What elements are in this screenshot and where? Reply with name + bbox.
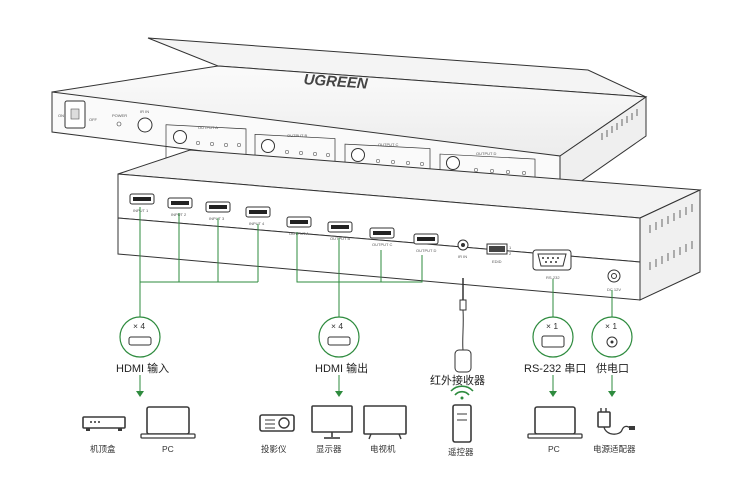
hdmi-in-badge: × 4 HDMI 输入 bbox=[116, 316, 169, 375]
rs232-badge: × 1 RS-232 串口 bbox=[524, 316, 586, 375]
power-adapter-icon: 电源适配器 bbox=[593, 408, 636, 454]
connection-lines bbox=[139, 207, 613, 393]
ir-window bbox=[137, 117, 153, 133]
ir-in-jack bbox=[457, 239, 469, 251]
svg-text:ON: ON bbox=[58, 113, 64, 118]
svg-text:INPUT 4: INPUT 4 bbox=[249, 221, 265, 226]
svg-text:OFF: OFF bbox=[89, 117, 98, 122]
brand-logo: UGREEN bbox=[303, 71, 369, 93]
power-badge: × 1 供电口 bbox=[591, 316, 633, 375]
svg-text:× 1: × 1 bbox=[605, 321, 617, 331]
hdmi-out-badge: × 4 HDMI 输出 bbox=[315, 316, 368, 375]
side-vents-rear bbox=[649, 204, 693, 270]
svg-text:RS-232: RS-232 bbox=[546, 275, 560, 280]
svg-text:电源适配器: 电源适配器 bbox=[593, 444, 636, 454]
hdmi-input-1-port bbox=[129, 193, 155, 205]
ir-receiver-label: 红外接收器 bbox=[430, 373, 485, 387]
hdmi-output-a-port bbox=[286, 216, 312, 228]
svg-text:显示器: 显示器 bbox=[316, 444, 342, 454]
dc-jack bbox=[607, 269, 621, 283]
front-panel-controls: ON OFF POWER IR IN OUTPUT A OUTPUT B bbox=[58, 100, 638, 194]
svg-text:RS-232 串口: RS-232 串口 bbox=[524, 362, 586, 375]
hdmi-input-3-port bbox=[205, 201, 231, 213]
tv-icon: 电视机 bbox=[363, 405, 407, 454]
svg-text:电视机: 电视机 bbox=[370, 444, 396, 454]
output-a-panel: OUTPUT A bbox=[165, 124, 247, 164]
arrow-heads bbox=[136, 391, 616, 397]
matrix-rear-unit bbox=[117, 149, 702, 301]
svg-text:INPUT 3: INPUT 3 bbox=[209, 216, 225, 221]
svg-text:供电口: 供电口 bbox=[596, 361, 629, 375]
rs232-port bbox=[532, 249, 572, 271]
svg-text:OUTPUT A: OUTPUT A bbox=[198, 125, 218, 130]
svg-text:POWER: POWER bbox=[112, 113, 127, 118]
remote-control-icon: 遥控器 bbox=[448, 385, 474, 457]
svg-text:IR IN: IR IN bbox=[140, 109, 149, 114]
settop-box-icon: 机顶盒 bbox=[82, 416, 126, 454]
rear-ports: INPUT 1 INPUT 2 INPUT 3 INPUT 4 OUTPUT A… bbox=[129, 193, 621, 292]
svg-text:OUTPUT D: OUTPUT D bbox=[416, 248, 436, 253]
svg-text:OUTPUT B: OUTPUT B bbox=[287, 133, 307, 138]
svg-text:1: 1 bbox=[509, 245, 512, 250]
svg-text:HDMI 输出: HDMI 输出 bbox=[315, 361, 368, 375]
svg-text:DC 12V: DC 12V bbox=[607, 287, 621, 292]
pc-laptop-1-icon: PC bbox=[140, 406, 196, 454]
svg-text:OUTPUT D: OUTPUT D bbox=[476, 151, 496, 156]
monitor-icon: 显示器 bbox=[311, 405, 353, 454]
power-led bbox=[116, 121, 122, 127]
svg-text:PC: PC bbox=[162, 444, 174, 454]
svg-text:IR IN: IR IN bbox=[458, 254, 467, 259]
svg-text:OUTPUT C: OUTPUT C bbox=[378, 142, 398, 147]
hdmi-output-b-port bbox=[327, 221, 353, 233]
svg-text:OUTPUT B: OUTPUT B bbox=[330, 236, 350, 241]
svg-text:PC: PC bbox=[548, 444, 560, 454]
svg-text:HDMI 输入: HDMI 输入 bbox=[116, 361, 169, 375]
svg-text:× 1: × 1 bbox=[546, 321, 558, 331]
svg-text:OUTPUT C: OUTPUT C bbox=[372, 242, 392, 247]
svg-text:INPUT 1: INPUT 1 bbox=[133, 208, 149, 213]
edid-switch bbox=[486, 243, 508, 255]
svg-text:遥控器: 遥控器 bbox=[448, 447, 474, 457]
svg-text:2: 2 bbox=[509, 251, 512, 256]
svg-text:EDID: EDID bbox=[492, 259, 502, 264]
pc-laptop-2-icon: PC bbox=[527, 406, 583, 454]
svg-text:OUTPUT A: OUTPUT A bbox=[289, 231, 309, 236]
svg-text:投影仪: 投影仪 bbox=[261, 444, 287, 454]
hdmi-output-d-port bbox=[413, 233, 439, 245]
hdmi-output-c-port bbox=[369, 227, 395, 239]
svg-text:机顶盒: 机顶盒 bbox=[90, 444, 116, 454]
svg-text:× 4: × 4 bbox=[133, 321, 145, 331]
hdmi-input-4-port bbox=[245, 206, 271, 218]
ir-receiver-cable bbox=[454, 278, 472, 373]
hdmi-input-2-port bbox=[167, 197, 193, 209]
projector-icon: 投影仪 bbox=[259, 414, 295, 454]
side-vents-front bbox=[601, 109, 638, 140]
svg-text:× 4: × 4 bbox=[331, 321, 343, 331]
